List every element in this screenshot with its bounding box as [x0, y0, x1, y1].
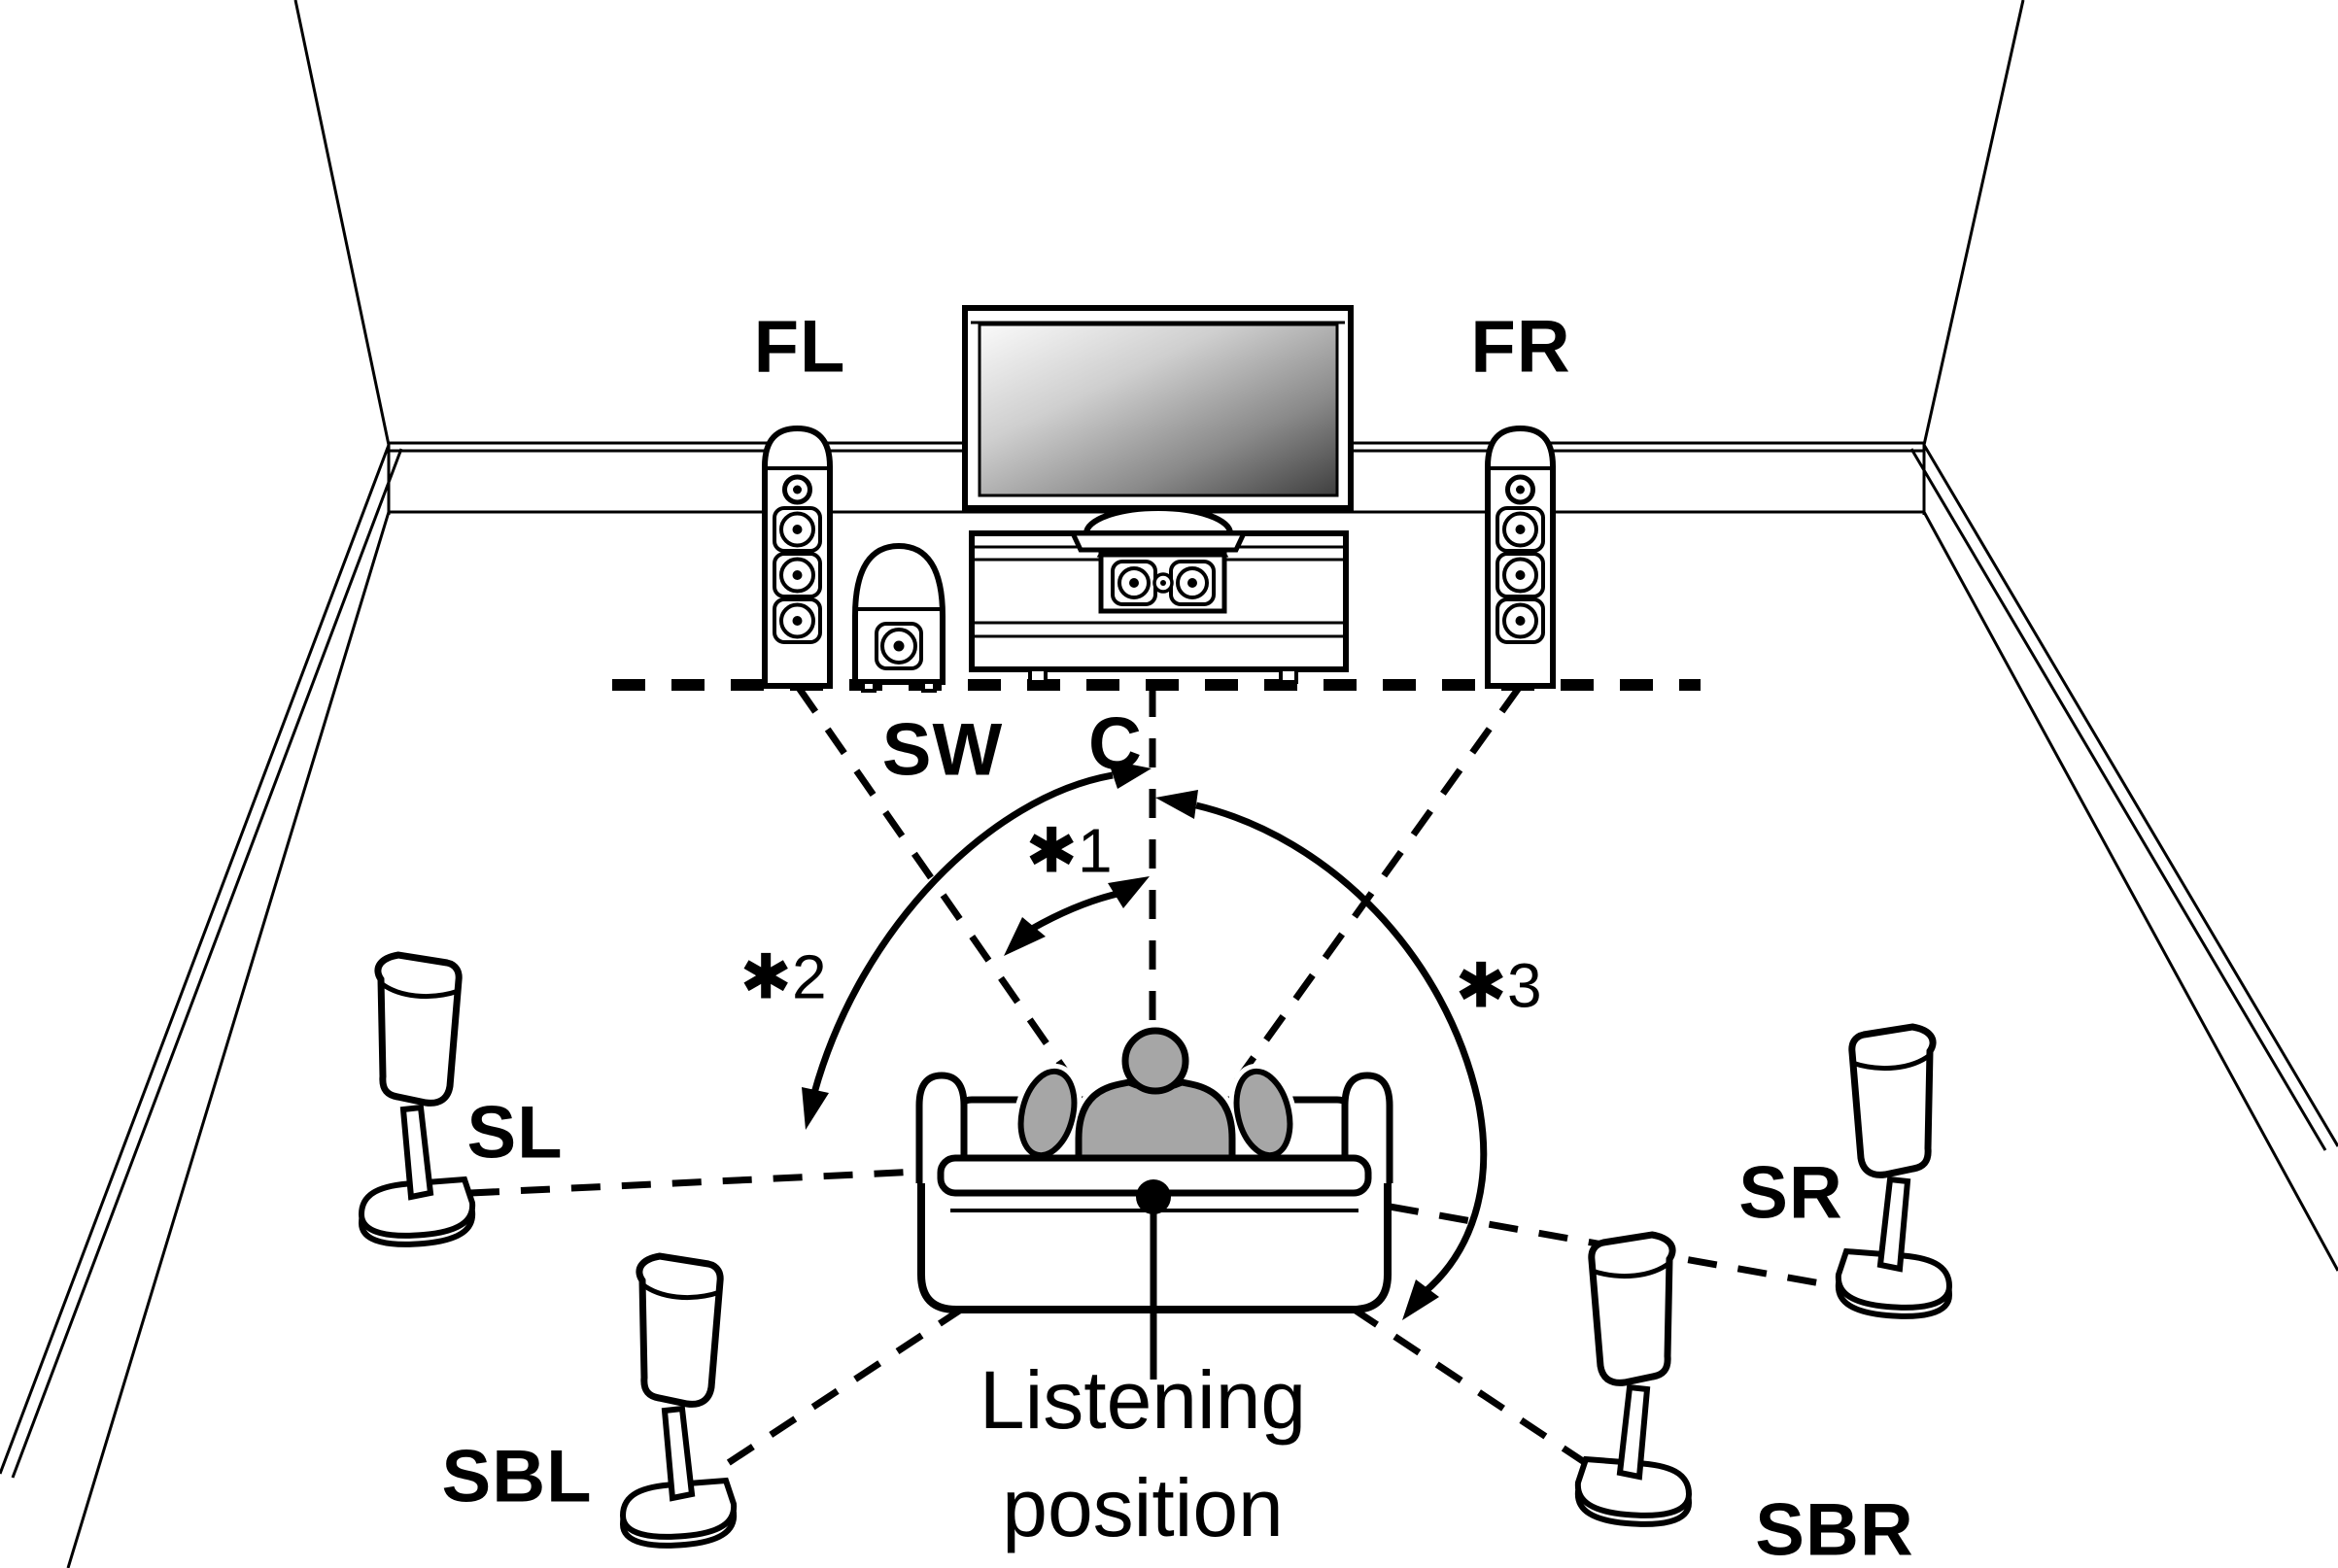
right-wall-rail-1 — [1922, 444, 2338, 1147]
surround-right-dashed-line — [1389, 1203, 1849, 1292]
angle-arc-1 — [1030, 890, 1118, 933]
angle-arc-2-arrowhead-top — [1108, 760, 1152, 789]
label-front-right: FR — [1470, 305, 1571, 389]
label-angle-marker-1: ✱1 — [1025, 815, 1113, 886]
angle-arc-1-arrowhead-right — [1108, 876, 1150, 908]
angle-arc-2 — [810, 771, 1114, 1094]
surround-back-right-speaker — [1578, 1235, 1689, 1524]
label-listening-position-line2: position — [1002, 1462, 1284, 1553]
label-front-left: FL — [753, 305, 846, 389]
label-surround-right: SR — [1738, 1151, 1843, 1235]
stand-foot-right — [1279, 667, 1298, 684]
front-left-dashed-line — [796, 686, 1091, 1106]
label-surround-back-right: SBR — [1755, 1488, 1914, 1568]
surround-back-left-dashed-line — [717, 1305, 966, 1472]
label-surround-left: SL — [466, 1091, 564, 1175]
right-wall-corner-line — [1922, 0, 2025, 446]
surround-back-right-dashed-line — [1351, 1306, 1605, 1478]
listener-person — [1013, 1023, 1298, 1174]
angle-arc-2-arrowhead-bottom — [802, 1087, 829, 1130]
label-listening-position-line1: Listening — [979, 1354, 1307, 1447]
left-wall-corner-line — [293, 0, 391, 446]
label-subwoofer: SW — [881, 708, 1004, 792]
angle-arc-3-arrowhead-bottom — [1402, 1279, 1439, 1320]
label-angle-marker-3: ✱3 — [1455, 950, 1542, 1021]
angle-arc-1-arrowhead-left — [1004, 917, 1046, 956]
surround-back-left-speaker — [623, 1256, 734, 1546]
surround-left-speaker — [361, 955, 472, 1244]
front-right-dashed-line — [1218, 685, 1522, 1107]
right-wall-rail-2 — [1909, 448, 2327, 1151]
angle-arc-3 — [1195, 801, 1488, 1295]
label-angle-marker-2: ✱2 — [739, 941, 827, 1012]
label-center: C — [1088, 702, 1143, 786]
left-wall-rail-3 — [66, 511, 391, 1568]
tv-stand — [969, 530, 1349, 684]
subwoofer-speaker — [852, 542, 946, 693]
label-surround-back-left: SBL — [441, 1435, 593, 1518]
sofa-seat — [937, 1154, 1372, 1212]
tv-screen — [978, 323, 1339, 497]
person-head — [1121, 1027, 1189, 1095]
label-listening-position: Listening position — [980, 1346, 1306, 1562]
tv — [962, 305, 1354, 553]
left-wall-rail-1 — [0, 444, 391, 1475]
front-left-speaker — [762, 425, 833, 689]
surround-left-dashed-line — [469, 1168, 920, 1197]
person-torso — [1075, 1078, 1236, 1170]
right-wall-rail-3 — [1922, 511, 2338, 1272]
listening-position-dot — [1136, 1179, 1171, 1214]
listening-position-marker — [1136, 1179, 1171, 1380]
front-right-speaker — [1485, 425, 1556, 689]
stand-foot-left — [1028, 667, 1048, 684]
angle-arc-3-arrowhead-top — [1155, 790, 1198, 819]
angle-arcs — [802, 760, 1488, 1320]
surround-right-speaker — [1839, 1027, 1949, 1316]
left-wall-rail-2 — [11, 448, 403, 1479]
